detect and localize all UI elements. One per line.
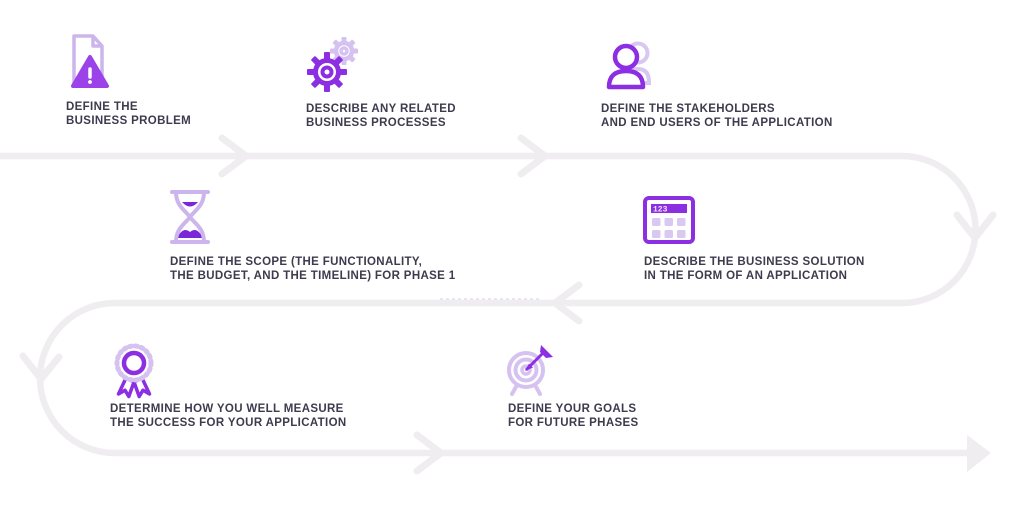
step-label: DETERMINE HOW YOU WELL MEASURE THE SUCCE… [110, 402, 347, 430]
step-label: DEFINE THE BUSINESS PROBLEM [66, 100, 191, 128]
chevron-down-icon [19, 352, 63, 383]
step-label: DESCRIBE ANY RELATED BUSINESS PROCESSES [306, 102, 456, 130]
hourglass-icon [170, 190, 210, 244]
large-gear [307, 52, 347, 92]
chevron-down-icon [953, 211, 997, 242]
front-person [606, 43, 646, 90]
chevron-left-icon [551, 281, 583, 325]
step-label-line: DEFINE THE SCOPE (THE FUNCTIONALITY, [170, 256, 423, 268]
step-label: DESCRIBE THE BUSINESS SOLUTION IN THE FO… [644, 255, 865, 283]
step-label-line: BUSINESS PROCESSES [306, 117, 446, 129]
step-label: DEFINE THE SCOPE (THE FUNCTIONALITY, THE… [170, 255, 455, 283]
flow-line [0, 152, 979, 457]
dart [524, 345, 553, 372]
end-arrow-icon [967, 435, 991, 472]
step-label-line: DEFINE THE [66, 101, 138, 113]
step-label-line: THE SUCCESS FOR YOUR APPLICATION [110, 417, 347, 429]
rosette-center [121, 350, 147, 376]
chevron-right-icon [413, 431, 445, 475]
target-rings [507, 351, 545, 396]
step-label: DEFINE THE STAKEHOLDERS AND END USERS OF… [601, 102, 833, 130]
step-label-line: THE BUDGET, AND THE TIMELINE) FOR PHASE … [170, 270, 456, 282]
calculator-buttons [652, 218, 686, 238]
step-label-line: DESCRIBE THE BUSINESS SOLUTION [644, 256, 865, 268]
step-label: DEFINE YOUR GOALS FOR FUTURE PHASES [508, 402, 639, 430]
step-label-line: IN THE FORM OF AN APPLICATION [644, 270, 848, 282]
chevron-right-icon [218, 134, 250, 178]
step-label-line: DETERMINE HOW YOU WELL MEASURE [110, 403, 344, 415]
award-ribbon-icon [114, 343, 154, 399]
small-gear [330, 37, 358, 65]
step-label-line: DEFINE YOUR GOALS [508, 403, 637, 415]
step-label-line: AND END USERS OF THE APPLICATION [601, 117, 833, 129]
document-warning-icon [71, 34, 109, 88]
step-label-line: FOR FUTURE PHASES [508, 417, 639, 429]
gears-icon [307, 37, 358, 92]
chevron-right-icon [517, 134, 549, 178]
step-label-line: BUSINESS PROBLEM [66, 115, 192, 127]
target-dart-icon [507, 345, 553, 396]
stakeholders-icon [606, 41, 651, 90]
calculator-icon: 123 [643, 196, 695, 244]
step-label-line: DESCRIBE ANY RELATED [306, 103, 456, 115]
calculator-display: 123 [653, 206, 668, 215]
step-label-line: DEFINE THE STAKEHOLDERS [601, 103, 775, 115]
